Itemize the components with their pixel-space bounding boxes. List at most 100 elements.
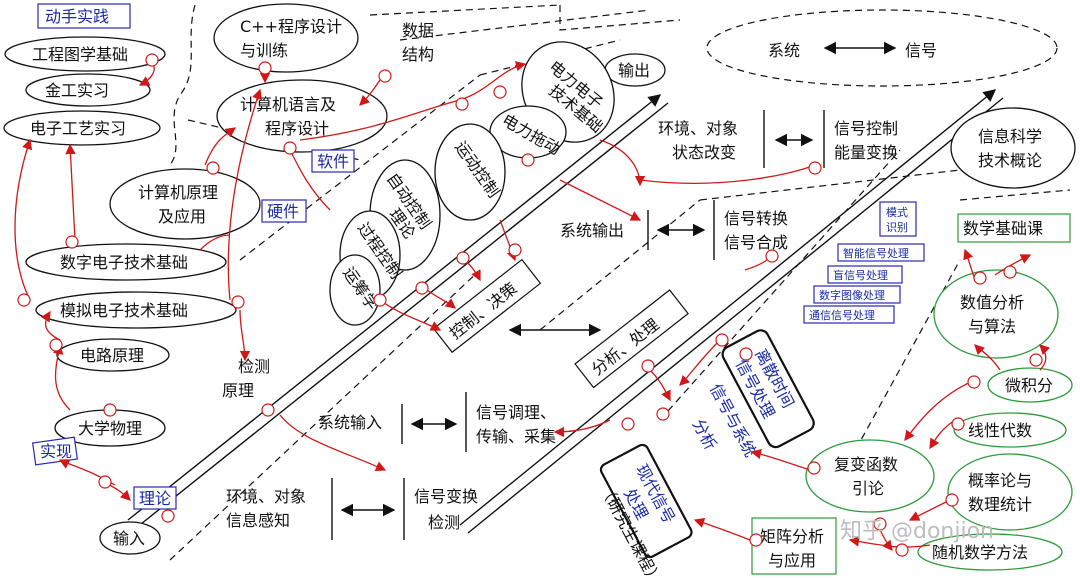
matrix-label-2: 与应用: [768, 551, 816, 570]
electronic-craft-node: [3, 110, 161, 146]
operations-research-node: [329, 254, 381, 326]
detection-principles-label-1: 检测: [238, 357, 270, 376]
numerical-analysis-node: [933, 269, 1059, 359]
practice-box: [37, 3, 131, 29]
complex-functions-label-2: 引论: [852, 479, 884, 498]
calculus-label: 微积分: [1005, 376, 1053, 395]
signal-condition-label-2: 传输、采集: [476, 427, 556, 446]
probability-label-2: 数理统计: [968, 495, 1032, 514]
signal-label: 信号: [905, 41, 937, 60]
signal-control-label-2: 能量变换: [834, 143, 898, 162]
computer-principles-label-1: 计算机原理: [138, 183, 218, 202]
data-structures-label-1: 数据: [402, 21, 434, 40]
signal-transform-label-1: 信号变换: [414, 487, 478, 506]
cpp-label-2: 与训练: [240, 41, 288, 60]
intelligent-signal-label: 智能信号处理: [843, 246, 909, 260]
circuit-principles-label: 电路原理: [80, 346, 144, 365]
modern-signal-box: 现代信号 处理: [599, 443, 693, 559]
software-label: 软件: [317, 152, 349, 171]
metalwork-node: [25, 73, 151, 107]
input-label: 输入: [113, 529, 145, 548]
env-sense-label-2: 信息感知: [226, 511, 290, 530]
signal-convert-label-1: 信号转换: [724, 209, 788, 228]
complex-functions-node: [805, 439, 935, 513]
linear-algebra-label: 线性代数: [968, 421, 1032, 440]
pattern-recognition-label-1: 模式: [886, 206, 908, 219]
detection-principles-label-2: 原理: [222, 381, 254, 400]
matrix-box: [751, 517, 837, 575]
pattern-recognition-box: [879, 201, 917, 237]
info-science-node: [950, 107, 1076, 189]
engineering-graphics-node: [4, 36, 166, 72]
data-structures-label-2: 结构: [402, 45, 434, 64]
input-node: [99, 521, 161, 555]
intelligent-signal-box: [837, 243, 925, 262]
college-physics-label: 大学物理: [78, 419, 142, 438]
signal-condition-label-1: 信号调理、: [476, 403, 556, 422]
linear-algebra-node: [953, 412, 1067, 448]
system-signal-ellipse: [706, 9, 1058, 87]
env-change-label-2: 状态改变: [672, 143, 736, 162]
analog-electronics-label: 模拟电子技术基础: [60, 301, 188, 320]
analysis-processing-box: 分析、处理: [574, 289, 689, 389]
computer-principles-node: [109, 168, 261, 240]
comm-signal-box: [803, 305, 895, 324]
output-label: 输出: [618, 61, 650, 80]
digital-image-label: 数字图像处理: [819, 288, 885, 302]
implementation-label: 实现: [40, 442, 72, 461]
software-box: [311, 149, 355, 173]
practice-label: 动手实践: [45, 7, 109, 26]
lang-design-label-1: 计算机语言及: [240, 95, 336, 114]
hardware-label: 硬件: [267, 202, 299, 221]
complex-functions-label-1: 复变函数: [834, 455, 898, 474]
metalwork-label: 金工实习: [45, 81, 109, 100]
signals-systems-label-2: 分析: [689, 416, 721, 453]
digital-electronics-label: 数字电子技术基础: [60, 253, 188, 272]
digital-electronics-node: [25, 243, 227, 281]
control-decision-box: 控制、决策: [432, 258, 542, 354]
main-diagonal-arrows: [127, 89, 1004, 534]
lang-design-label-2: 程序设计: [265, 119, 329, 138]
circuit-principles-node: [56, 338, 170, 372]
info-science-label-2: 技术概论: [978, 151, 1042, 170]
stochastic-node: [917, 533, 1063, 571]
electronic-craft-label: 电子工艺实习: [30, 119, 126, 138]
system-input-label: 系统输入: [318, 413, 382, 432]
cpp-label-1: C++程序设计: [240, 17, 342, 36]
connector-nodes: [17, 53, 1043, 557]
probability-label-1: 概率论与: [968, 471, 1032, 490]
env-change-label-1: 环境、对象: [658, 119, 738, 138]
theory-label: 理论: [139, 489, 171, 508]
blind-signal-box: [827, 265, 903, 284]
system-output-label: 系统输出: [560, 221, 624, 240]
implementation-box: [31, 436, 79, 466]
signal-transform-label-2: 检测: [428, 513, 460, 532]
pattern-recognition-label-2: 识别: [886, 221, 908, 234]
numerical-analysis-label-2: 与算法: [968, 317, 1016, 336]
math-foundation-box: [957, 213, 1071, 243]
hardware-box: [261, 199, 307, 223]
engineering-graphics-label: 工程图学基础: [32, 45, 128, 64]
signal-control-label-1: 信号控制: [834, 119, 898, 138]
computer-principles-label-2: 及应用: [158, 207, 206, 226]
signal-convert-label-2: 信号合成: [724, 233, 788, 252]
stochastic-label: 随机数学方法: [932, 543, 1028, 562]
digital-image-box: [813, 285, 901, 304]
calculus-node: [987, 367, 1073, 403]
theory-box: [133, 486, 177, 510]
probability-node: [947, 453, 1073, 531]
analog-electronics-node: [35, 291, 237, 329]
lang-design-node: [216, 79, 388, 153]
info-science-label-1: 信息科学: [978, 127, 1042, 146]
env-sense-label-1: 环境、对象: [226, 487, 306, 506]
motion-control-node: [434, 123, 506, 221]
comm-signal-label: 通信信号处理: [809, 309, 875, 322]
math-foundation-label: 数学基础课: [963, 219, 1043, 238]
matrix-label-1: 矩阵分析: [760, 527, 824, 546]
numerical-analysis-label-1: 数值分析: [960, 293, 1024, 312]
system-label: 系统: [768, 41, 800, 60]
watermark-label: 知乎 @donjion: [840, 519, 994, 544]
cpp-node: [213, 3, 359, 73]
blind-signal-label: 盲信号处理: [833, 268, 888, 282]
